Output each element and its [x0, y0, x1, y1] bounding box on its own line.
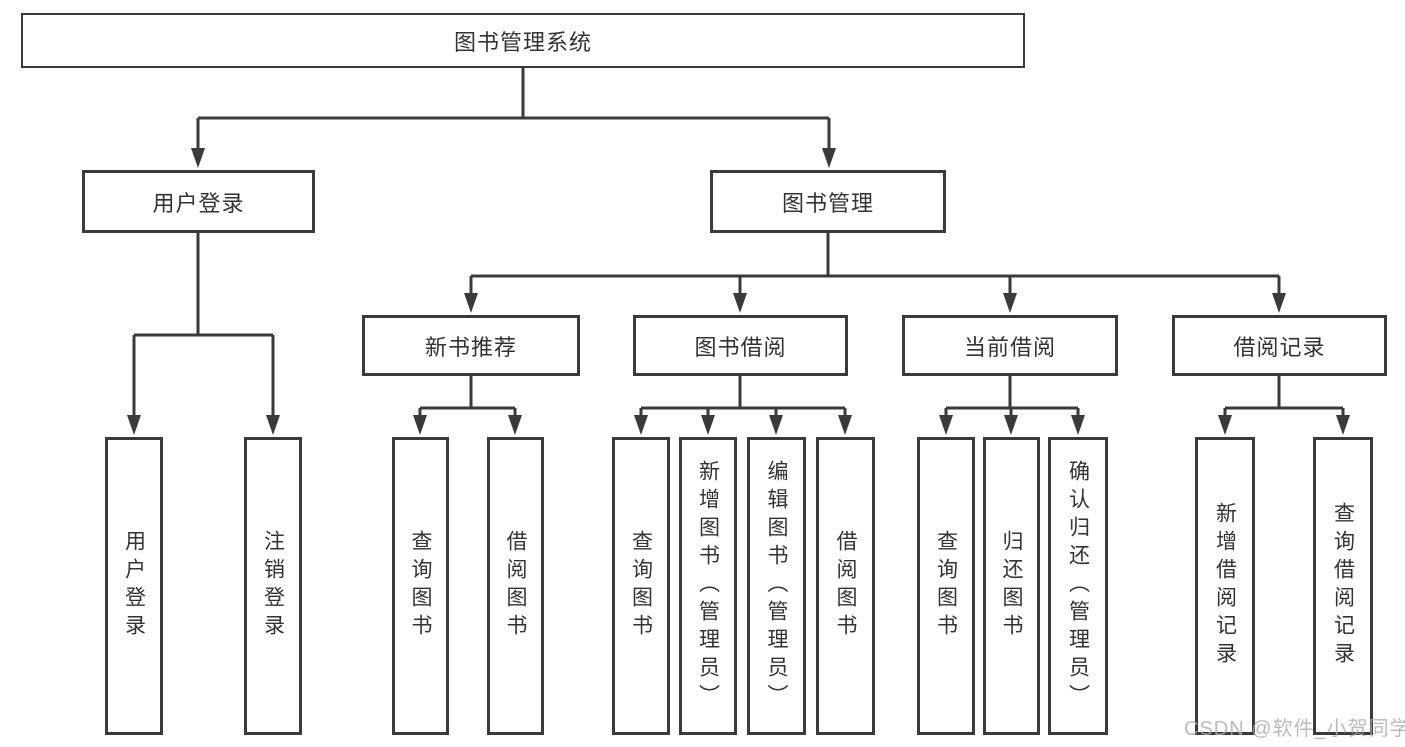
node-user-login-label: 用户登录	[152, 190, 245, 216]
arrow-down-icon	[1272, 293, 1286, 313]
leaf-add-borrow-record-label: 新增借阅记录	[1213, 502, 1237, 670]
node-book-management-label: 图书管理	[781, 190, 874, 216]
leaf-add-borrow-record: 新增借阅记录	[1195, 437, 1255, 735]
leaf-user-login: 用户登录	[105, 437, 163, 735]
leaf-borrow-books-label: 借阅图书	[834, 530, 857, 642]
leaf-borrow-books-recommend-label: 借阅图书	[504, 530, 527, 642]
arrow-down-icon	[733, 293, 747, 313]
leaf-edit-book-admin-label: 编辑图书（管理员）	[765, 460, 788, 712]
leaf-query-borrow-record-label: 查询借阅记录	[1331, 502, 1355, 670]
arrow-down-icon	[769, 415, 783, 435]
leaf-edit-book-admin: 编辑图书（管理员）	[747, 437, 806, 735]
node-current-borrow-label: 当前借阅	[963, 334, 1056, 360]
book-borrow-connector	[639, 376, 847, 417]
book-mgmt-connector	[469, 233, 1281, 295]
current-borrow-connector	[944, 376, 1080, 417]
node-current-borrow: 当前借阅	[902, 315, 1118, 376]
arrow-down-icon	[838, 415, 852, 435]
node-borrow-records: 借阅记录	[1172, 315, 1387, 376]
arrow-down-icon	[1071, 415, 1085, 435]
arrow-down-icon	[191, 148, 205, 168]
node-root: 图书管理系统	[21, 13, 1025, 68]
arrow-down-icon	[1218, 415, 1232, 435]
arrow-down-icon	[822, 148, 836, 168]
user-login-connector	[132, 233, 275, 417]
leaf-query-books-current: 查询图书	[917, 437, 975, 735]
leaf-query-books-borrow-label: 查询图书	[629, 530, 653, 642]
leaf-borrow-books: 借阅图书	[816, 437, 875, 735]
arrow-down-icon	[939, 415, 953, 435]
leaf-query-books-current-label: 查询图书	[934, 530, 958, 642]
arrow-down-icon	[508, 415, 522, 435]
leaf-query-books-recommend-label: 查询图书	[409, 530, 432, 642]
arrowheads	[127, 148, 1350, 435]
arrow-down-icon	[127, 415, 141, 435]
node-book-borrow-label: 图书借阅	[694, 334, 787, 360]
arrow-down-icon	[634, 415, 648, 435]
node-new-book-recommend: 新书推荐	[362, 315, 580, 376]
leaf-return-book-label: 归还图书	[1000, 530, 1023, 642]
leaf-logout-label: 注销登录	[261, 530, 285, 642]
leaf-query-borrow-record: 查询借阅记录	[1313, 437, 1373, 735]
csdn-watermark: CSDN @软件_小贺同学	[1184, 718, 1405, 740]
arrow-down-icon	[701, 415, 715, 435]
leaf-query-books-recommend: 查询图书	[392, 437, 449, 735]
node-book-management: 图书管理	[710, 170, 946, 233]
leaf-logout: 注销登录	[244, 437, 302, 735]
leaf-borrow-books-recommend: 借阅图书	[487, 437, 544, 735]
leaf-confirm-return-admin: 确认归还（管理员）	[1048, 437, 1108, 735]
arrow-down-icon	[266, 415, 280, 435]
leaf-add-book-admin-label: 新增图书（管理员）	[696, 460, 720, 712]
node-user-login: 用户登录	[82, 170, 315, 233]
leaf-confirm-return-admin-label: 确认归还（管理员）	[1066, 460, 1090, 712]
node-book-borrow: 图书借阅	[633, 315, 848, 376]
root-connector	[196, 68, 831, 150]
leaf-return-book: 归还图书	[983, 437, 1040, 735]
new-book-rec-connector	[418, 376, 517, 417]
arrow-down-icon	[464, 293, 478, 313]
leaf-user-login-label: 用户登录	[122, 530, 146, 642]
arrow-down-icon	[413, 415, 427, 435]
leaf-query-books-borrow: 查询图书	[612, 437, 670, 735]
borrow-record-connector	[1223, 376, 1345, 417]
leaf-add-book-admin: 新增图书（管理员）	[679, 437, 737, 735]
node-new-book-recommend-label: 新书推荐	[424, 334, 517, 360]
node-borrow-records-label: 借阅记录	[1233, 334, 1326, 360]
arrow-down-icon	[1336, 415, 1350, 435]
node-root-label: 图书管理系统	[453, 29, 592, 55]
arrow-down-icon	[1004, 415, 1018, 435]
arrow-down-icon	[1003, 293, 1017, 313]
